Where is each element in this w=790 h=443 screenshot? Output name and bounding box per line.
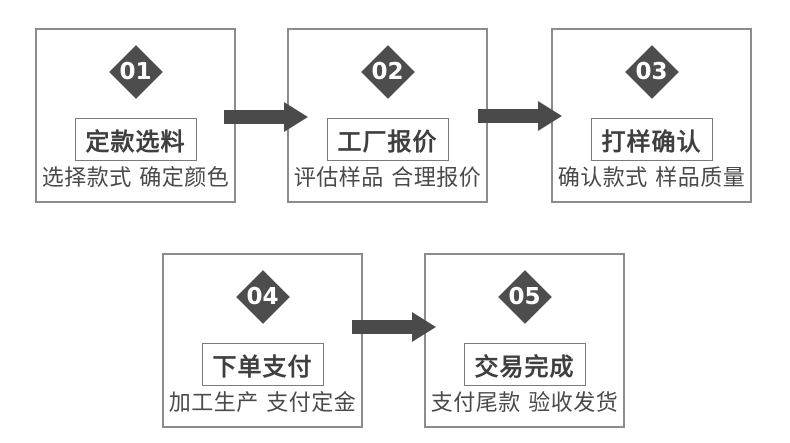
step-number-diamond: 01 [108,44,164,100]
step-number: 02 [371,58,404,85]
flow-arrow-right-icon [478,101,562,131]
step-card-1: 01 定款选料 选择款式 确定颜色 [35,28,236,203]
arrow-head [412,312,436,342]
step-title: 交易完成 [474,353,575,381]
step-title-box: 定款选料 [74,118,197,161]
step-title: 定款选料 [85,128,186,156]
step-subtitle: 加工生产 支付定金 [168,391,357,416]
step-subtitle: 选择款式 确定颜色 [41,166,230,191]
arrow-body [478,109,538,123]
step-subtitle: 确认款式 样品质量 [557,166,746,191]
arrow-body [352,320,412,334]
step-number-diamond: 02 [360,44,416,100]
step-number-diamond: 05 [497,269,553,325]
step-subtitle: 支付尾款 验收发货 [430,391,619,416]
step-number: 03 [635,58,668,85]
step-number-diamond: 03 [624,44,680,100]
step-title: 工厂报价 [337,128,438,156]
arrow-body [224,110,284,124]
step-title-box: 交易完成 [463,343,586,386]
step-title-box: 打样确认 [590,118,713,161]
step-title: 打样确认 [601,128,702,156]
arrow-head [538,101,562,131]
step-number: 05 [508,283,541,310]
step-title-box: 工厂报价 [326,118,449,161]
flow-arrow-right-icon [352,312,436,342]
arrow-head [284,102,308,132]
step-number: 04 [246,283,279,310]
flow-arrow-right-icon [224,102,308,132]
step-number-diamond: 04 [235,269,291,325]
step-card-5: 05 交易完成 支付尾款 验收发货 [424,253,625,428]
step-title-box: 下单支付 [201,343,324,386]
step-subtitle: 评估样品 合理报价 [293,166,482,191]
step-card-3: 03 打样确认 确认款式 样品质量 [551,28,752,203]
step-card-4: 04 下单支付 加工生产 支付定金 [162,253,363,428]
step-title: 下单支付 [212,353,313,381]
step-card-2: 02 工厂报价 评估样品 合理报价 [287,28,488,203]
step-number: 01 [119,58,152,85]
